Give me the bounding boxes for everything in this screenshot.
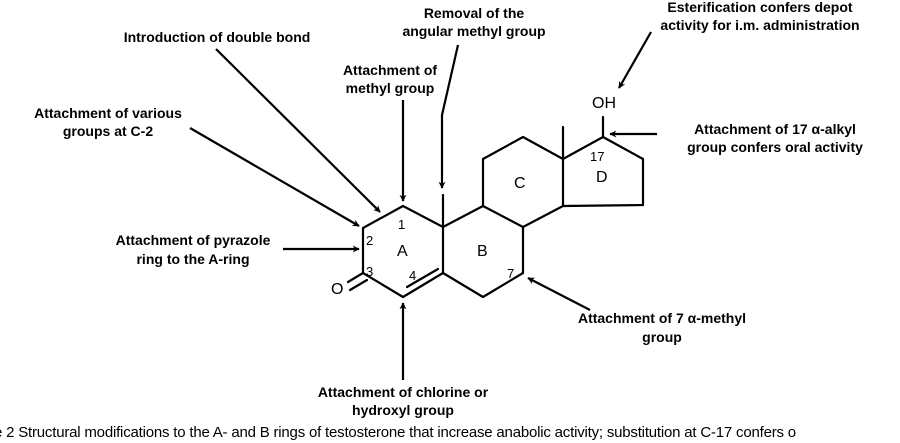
- label-17-alkyl-line1: Attachment of 17 α-alkyl: [694, 121, 856, 137]
- arrow-c2-groups: [189, 127, 360, 227]
- position-1: 1: [398, 217, 405, 232]
- label-double-bond: Introduction of double bond: [124, 29, 311, 45]
- label-removal-line2: angular methyl group: [402, 23, 545, 39]
- position-3: 3: [366, 264, 373, 279]
- label-removal-line1: Removal of the: [424, 5, 525, 21]
- arrow-7-methyl: [527, 277, 591, 311]
- ketone-bond-1: [346, 271, 365, 284]
- atom-o: O: [331, 281, 343, 298]
- label-various-line2: groups at C-2: [63, 123, 153, 139]
- label-esterification-line2: activity for i.m. administration: [660, 17, 859, 33]
- label-7-methyl-line2: group: [642, 329, 682, 345]
- double-bond-4-5: [405, 267, 440, 289]
- position-4: 4: [409, 268, 416, 283]
- label-various-line1: Attachment of various: [34, 105, 182, 121]
- label-pyrazole-line1: Attachment of pyrazole: [116, 232, 271, 248]
- label-methyl-line2: methyl group: [346, 80, 435, 96]
- label-17-alkyl-line2: group confers oral activity: [687, 139, 863, 155]
- label-chlorine-line2: hydroxyl group: [352, 402, 454, 418]
- ring-c: [481, 135, 565, 229]
- testosterone-skeleton: [346, 115, 645, 299]
- label-pyrazole-line2: ring to the A-ring: [136, 251, 249, 267]
- label-chlorine-line1: Attachment of chlorine or: [318, 384, 489, 400]
- label-methyl-line1: Attachment of: [343, 62, 437, 78]
- atom-oh: OH: [592, 95, 616, 112]
- ketone-bond-2: [348, 278, 369, 292]
- position-17: 17: [590, 149, 604, 164]
- arrow-double-bond: [215, 48, 381, 213]
- ring-label-c: C: [514, 175, 526, 192]
- position-7: 7: [507, 266, 514, 281]
- ring-b: [441, 204, 525, 299]
- ring-label-d: D: [596, 169, 608, 186]
- ring-d: [561, 135, 645, 208]
- position-2: 2: [366, 233, 373, 248]
- arrow-esterification: [618, 31, 652, 89]
- ring-label-a: A: [397, 243, 408, 260]
- label-7-methyl-line1: Attachment of 7 α-methyl: [578, 310, 746, 326]
- ring-label-b: B: [477, 243, 488, 260]
- arrow-removal-angular-methyl: [438, 44, 460, 189]
- label-esterification-line1: Esterification confers depot: [667, 0, 852, 15]
- figure-caption: e 2 Structural modifications to the A- a…: [0, 424, 796, 441]
